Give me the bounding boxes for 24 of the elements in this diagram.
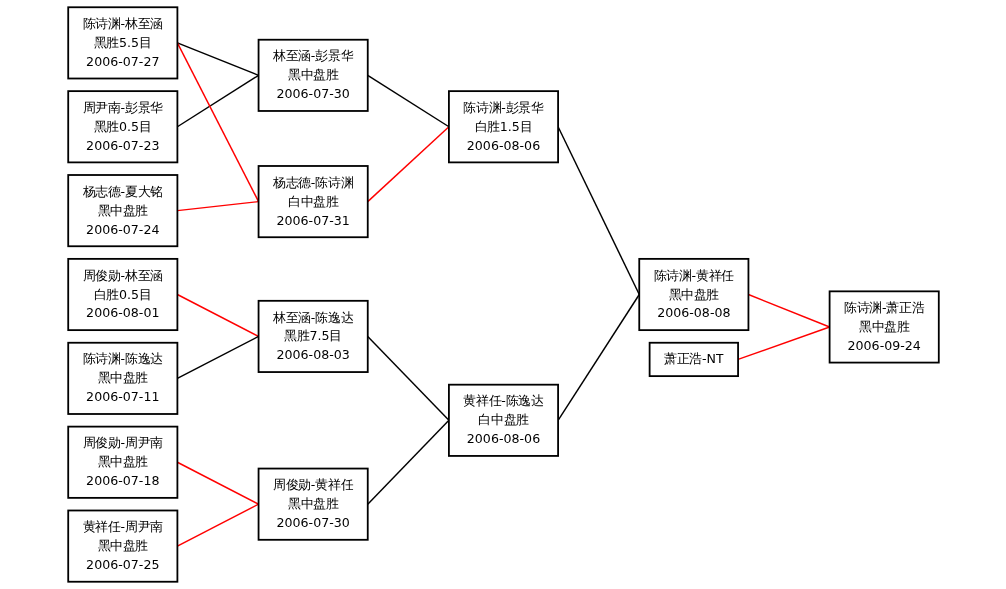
node-box: 黄祥任-周尹南 黑中盘胜 2006-07-25 (66, 509, 178, 583)
node-box: 陈诗渊-陈逸达 黑中盘胜 2006-07-11 (66, 341, 178, 415)
node-box: 陈诗渊-萧正浩 黑中盘胜 2006-09-24 (828, 290, 940, 364)
node-box: 周俊勋-黄祥任 黑中盘胜 2006-07-30 (257, 467, 369, 541)
node-box: 林至涵-彭景华 黑中盘胜 2006-07-30 (257, 38, 369, 112)
node-box: 杨志德-陈诗渊 白中盘胜 2006-07-31 (257, 165, 369, 239)
node-box: 周尹南-彭景华 黑胜0.5目 2006-07-23 (66, 90, 178, 164)
connector (747, 293, 830, 328)
node-box: 萧正浩-NT (648, 341, 739, 377)
node-box: 周俊勋-周尹南 黑中盘胜 2006-07-18 (66, 425, 178, 499)
connector (176, 461, 259, 505)
node-box: 林至涵-陈逸达 黑胜7.5目 2006-08-03 (257, 299, 369, 373)
node-box: 黄祥任-陈逸达 白中盘胜 2006-08-06 (447, 383, 559, 457)
node-box: 杨志德-夏大铭 黑中盘胜 2006-07-24 (66, 174, 178, 248)
connector (176, 293, 259, 338)
node-box: 陈诗渊-彭景华 白胜1.5目 2006-08-06 (447, 90, 559, 164)
connector (176, 42, 259, 77)
connector (176, 503, 259, 547)
connector (176, 74, 259, 128)
connector (176, 200, 259, 212)
node-box: 陈诗渊-林至涵 黑胜5.5目 2006-07-27 (66, 6, 178, 80)
connector (176, 335, 259, 380)
node-box: 陈诗渊-黄祥任 黑中盘胜 2006-08-08 (637, 258, 749, 331)
node-box: 周俊勋-林至涵 白胜0.5目 2006-08-01 (66, 258, 178, 331)
